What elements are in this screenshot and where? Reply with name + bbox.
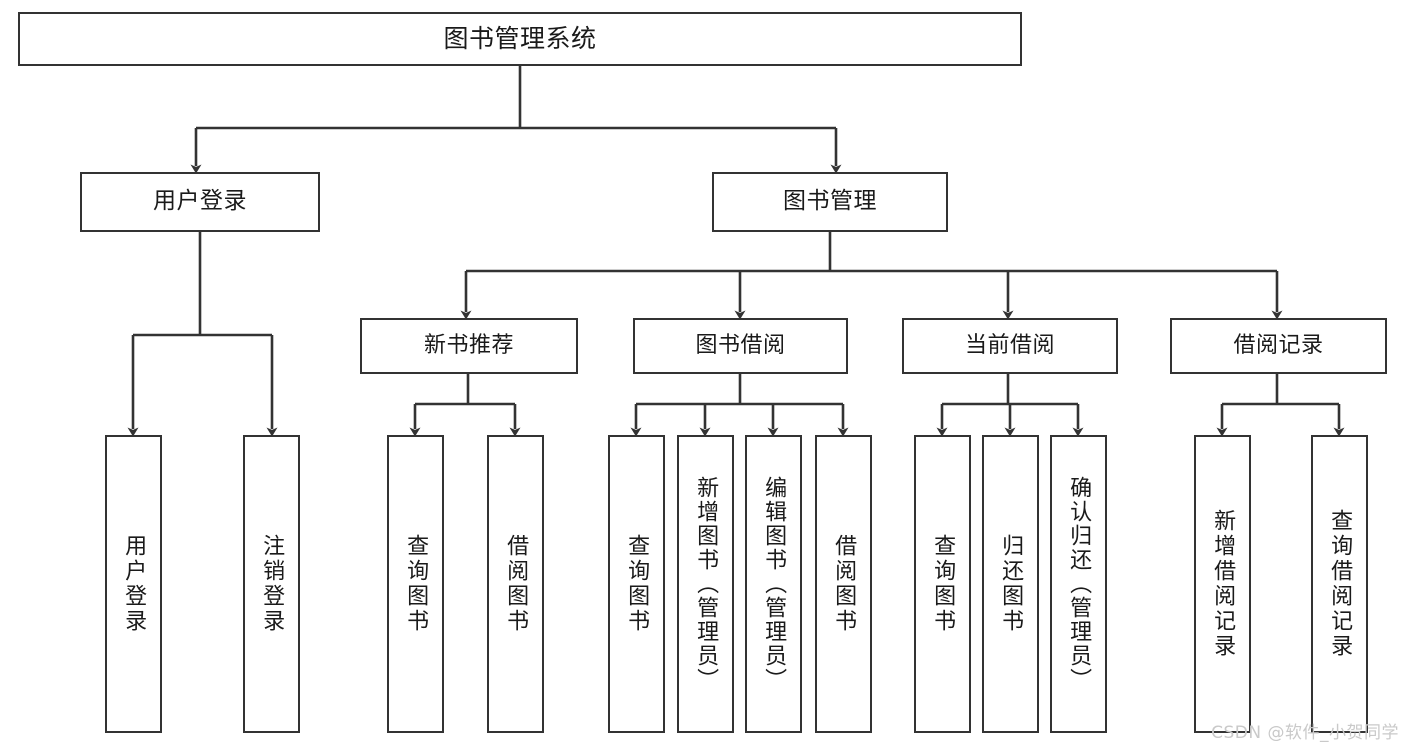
node-book-management[interactable]: 图书管理 (712, 172, 948, 232)
node-leaf-add-book[interactable]: 新增图书（管理员） (677, 435, 734, 733)
node-root[interactable]: 图书管理系统 (18, 12, 1022, 66)
node-book-borrow-label: 图书借阅 (695, 333, 786, 359)
node-borrow-record-label: 借阅记录 (1233, 333, 1324, 359)
node-leaf-query-book-3[interactable]: 查询图书 (914, 435, 971, 733)
node-user-login[interactable]: 用户登录 (80, 172, 320, 232)
node-leaf-borrow-book-2-label: 借阅图书 (831, 534, 857, 634)
node-new-book-recommend[interactable]: 新书推荐 (360, 318, 578, 374)
node-current-borrow[interactable]: 当前借阅 (902, 318, 1118, 374)
node-leaf-logout[interactable]: 注销登录 (243, 435, 300, 733)
node-leaf-add-record[interactable]: 新增借阅记录 (1194, 435, 1251, 733)
node-leaf-query-book-2-label: 查询图书 (624, 534, 650, 634)
csdn-watermark: CSDN @软件_小贺同学 (1211, 723, 1399, 743)
node-new-book-recommend-label: 新书推荐 (423, 333, 514, 359)
node-leaf-confirm-return[interactable]: 确认归还（管理员） (1050, 435, 1107, 733)
node-leaf-query-book-1-label: 查询图书 (403, 534, 429, 634)
node-leaf-user-login-label: 用户登录 (121, 534, 147, 634)
node-leaf-query-book-2[interactable]: 查询图书 (608, 435, 665, 733)
node-leaf-borrow-book-1-label: 借阅图书 (503, 534, 529, 634)
node-current-borrow-label: 当前借阅 (964, 333, 1055, 359)
node-user-login-label: 用户登录 (153, 188, 247, 215)
node-leaf-add-record-label: 新增借阅记录 (1210, 509, 1236, 659)
node-leaf-query-record-label: 查询借阅记录 (1327, 509, 1353, 659)
node-borrow-record[interactable]: 借阅记录 (1170, 318, 1387, 374)
node-leaf-user-login[interactable]: 用户登录 (105, 435, 162, 733)
node-book-borrow[interactable]: 图书借阅 (633, 318, 848, 374)
node-leaf-edit-book-label: 编辑图书（管理员） (761, 476, 787, 692)
node-leaf-query-book-3-label: 查询图书 (930, 534, 956, 634)
node-leaf-borrow-book-2[interactable]: 借阅图书 (815, 435, 872, 733)
node-book-management-label: 图书管理 (783, 188, 877, 215)
node-root-label: 图书管理系统 (443, 24, 597, 54)
node-leaf-edit-book[interactable]: 编辑图书（管理员） (745, 435, 802, 733)
node-leaf-logout-label: 注销登录 (259, 534, 285, 634)
node-leaf-query-record[interactable]: 查询借阅记录 (1311, 435, 1368, 733)
node-leaf-add-book-label: 新增图书（管理员） (693, 476, 719, 692)
node-leaf-return-book-label: 归还图书 (998, 534, 1024, 634)
node-leaf-borrow-book-1[interactable]: 借阅图书 (487, 435, 544, 733)
node-leaf-return-book[interactable]: 归还图书 (982, 435, 1039, 733)
node-leaf-confirm-return-label: 确认归还（管理员） (1066, 476, 1092, 692)
node-leaf-query-book-1[interactable]: 查询图书 (387, 435, 444, 733)
